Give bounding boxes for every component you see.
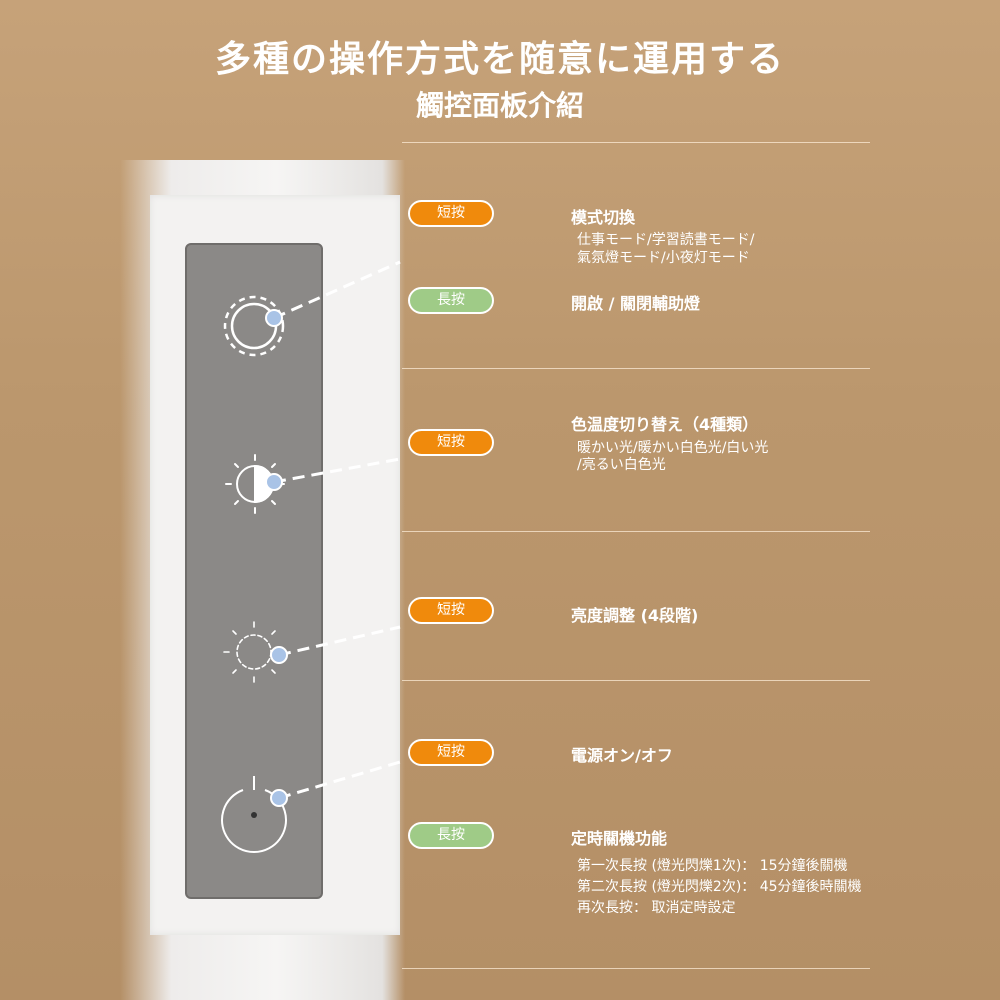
touch-points [265, 309, 288, 807]
divider [402, 142, 870, 143]
timer-title: 定時關機功能 [571, 829, 668, 848]
divider [402, 968, 870, 969]
timer-desc-1: 第一次長按 (燈光閃爍1次)： 15分鐘後關機 [577, 858, 848, 874]
mode-switch-desc-2: 氣氛燈モード/小夜灯モード [577, 250, 750, 266]
color-temp-desc-1: 暖かい光/暖かい白色光/白い光 [577, 440, 769, 456]
connector-lines [273, 260, 401, 800]
short-press-badge: 短按 [408, 739, 494, 766]
short-press-badge: 短按 [408, 597, 494, 624]
divider [402, 531, 870, 532]
short-press-badge: 短按 [408, 200, 494, 227]
timer-desc-2: 第二次長按 (燈光閃爍2次)： 45分鐘後時關機 [577, 879, 862, 895]
power-icon [221, 776, 287, 854]
page-subtitle: 觸控面板介紹 [415, 89, 584, 122]
color-temp-title: 色温度切り替え（4種類） [571, 415, 759, 434]
long-press-badge: 長按 [408, 822, 494, 849]
brightness-title: 亮度調整 (4段階) [571, 606, 699, 625]
divider [402, 680, 870, 681]
page-title: 多種の操作方式を随意に運用する [214, 39, 785, 80]
short-press-badge: 短按 [408, 429, 494, 456]
mode-switch-desc-1: 仕事モード/学習読書モード/ [577, 232, 755, 248]
power-title: 電源オン/オフ [571, 746, 673, 765]
color-temp-desc-2: /亮るい白色光 [577, 457, 666, 473]
aux-light-title: 開啟 / 關閉輔助燈 [571, 294, 700, 313]
long-press-badge: 長按 [408, 287, 494, 314]
divider [402, 368, 870, 369]
mode-switch-title: 模式切換 [571, 208, 636, 227]
timer-desc-3: 再次長按： 取消定時設定 [577, 900, 736, 916]
